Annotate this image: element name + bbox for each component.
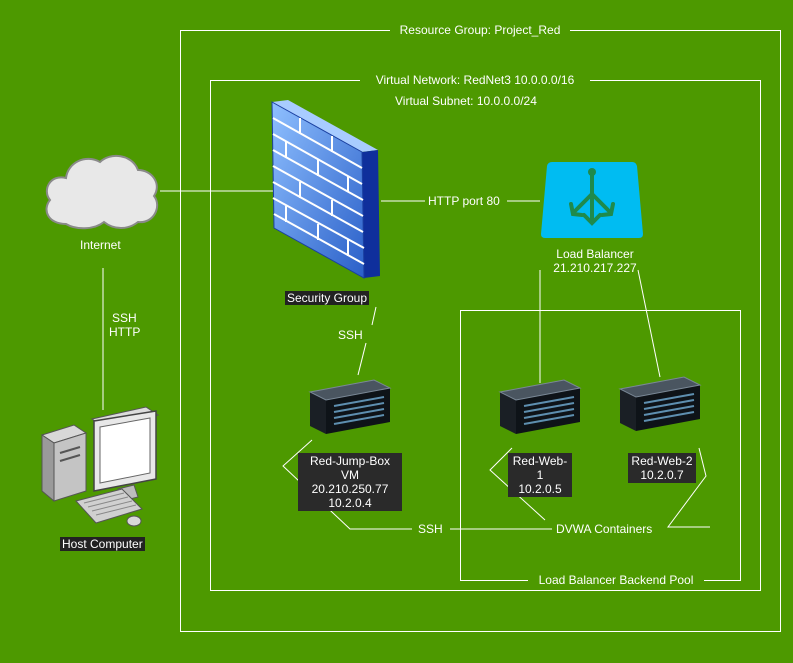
server-icon	[618, 376, 702, 431]
internet-host-ssh-label: SSH	[112, 311, 137, 325]
sg-jump-ssh-label: SSH	[338, 328, 363, 342]
dvwa-containers-label: DVWA Containers	[556, 522, 653, 536]
connector-web2-bracket	[667, 447, 710, 528]
internet-label: Internet	[80, 238, 121, 252]
jump-containers-ssh-label: SSH	[418, 522, 443, 536]
security-group-label: Security Group	[285, 291, 370, 305]
connector-firewall-jump-top	[371, 306, 377, 326]
connector-lb-web2	[637, 269, 661, 378]
virtual-subnet-label: Virtual Subnet: 10.0.0.0/24	[395, 94, 537, 108]
connector-firewall-jump-bottom	[357, 342, 367, 376]
jump-box-name: Red-Jump-Box VM	[309, 454, 391, 482]
web1-name: Red-Web-1	[512, 454, 568, 482]
jump-box-private-ip: 10.2.0.4	[328, 496, 372, 510]
web2-name: Red-Web-2	[631, 454, 693, 468]
web2-label: Red-Web-2 10.2.0.7	[628, 453, 696, 483]
cloud-icon	[45, 154, 159, 230]
server-icon	[498, 379, 582, 434]
web2-ip: 10.2.0.7	[640, 468, 684, 482]
backend-pool-label: Load Balancer Backend Pool	[528, 573, 704, 587]
resource-group-label: Resource Group: Project_Red	[390, 23, 570, 37]
jump-box-label: Red-Jump-Box VM 20.210.250.77 10.2.0.4	[298, 453, 402, 511]
jump-box-public-ip: 20.210.250.77	[311, 482, 389, 496]
internet-host-http-label: HTTP	[109, 325, 141, 339]
virtual-network-label: Virtual Network: RedNet3 10.0.0.0/16	[360, 73, 590, 87]
host-computer-label: Host Computer	[60, 537, 145, 551]
web1-label: Red-Web-1 10.2.0.5	[508, 453, 572, 497]
http-port-label: HTTP port 80	[428, 194, 500, 208]
server-icon	[308, 379, 392, 434]
load-balancer-ip-label: 21.210.217.227	[553, 261, 637, 275]
backend-pool-box	[460, 310, 741, 581]
firewall-brick-wall-icon	[271, 100, 380, 279]
desktop-computer-icon	[40, 406, 160, 527]
web1-ip: 10.2.0.5	[518, 482, 562, 496]
connector-web1-bracket	[489, 447, 546, 521]
load-balancer-icon	[541, 162, 643, 238]
load-balancer-name-label: Load Balancer	[556, 247, 634, 261]
